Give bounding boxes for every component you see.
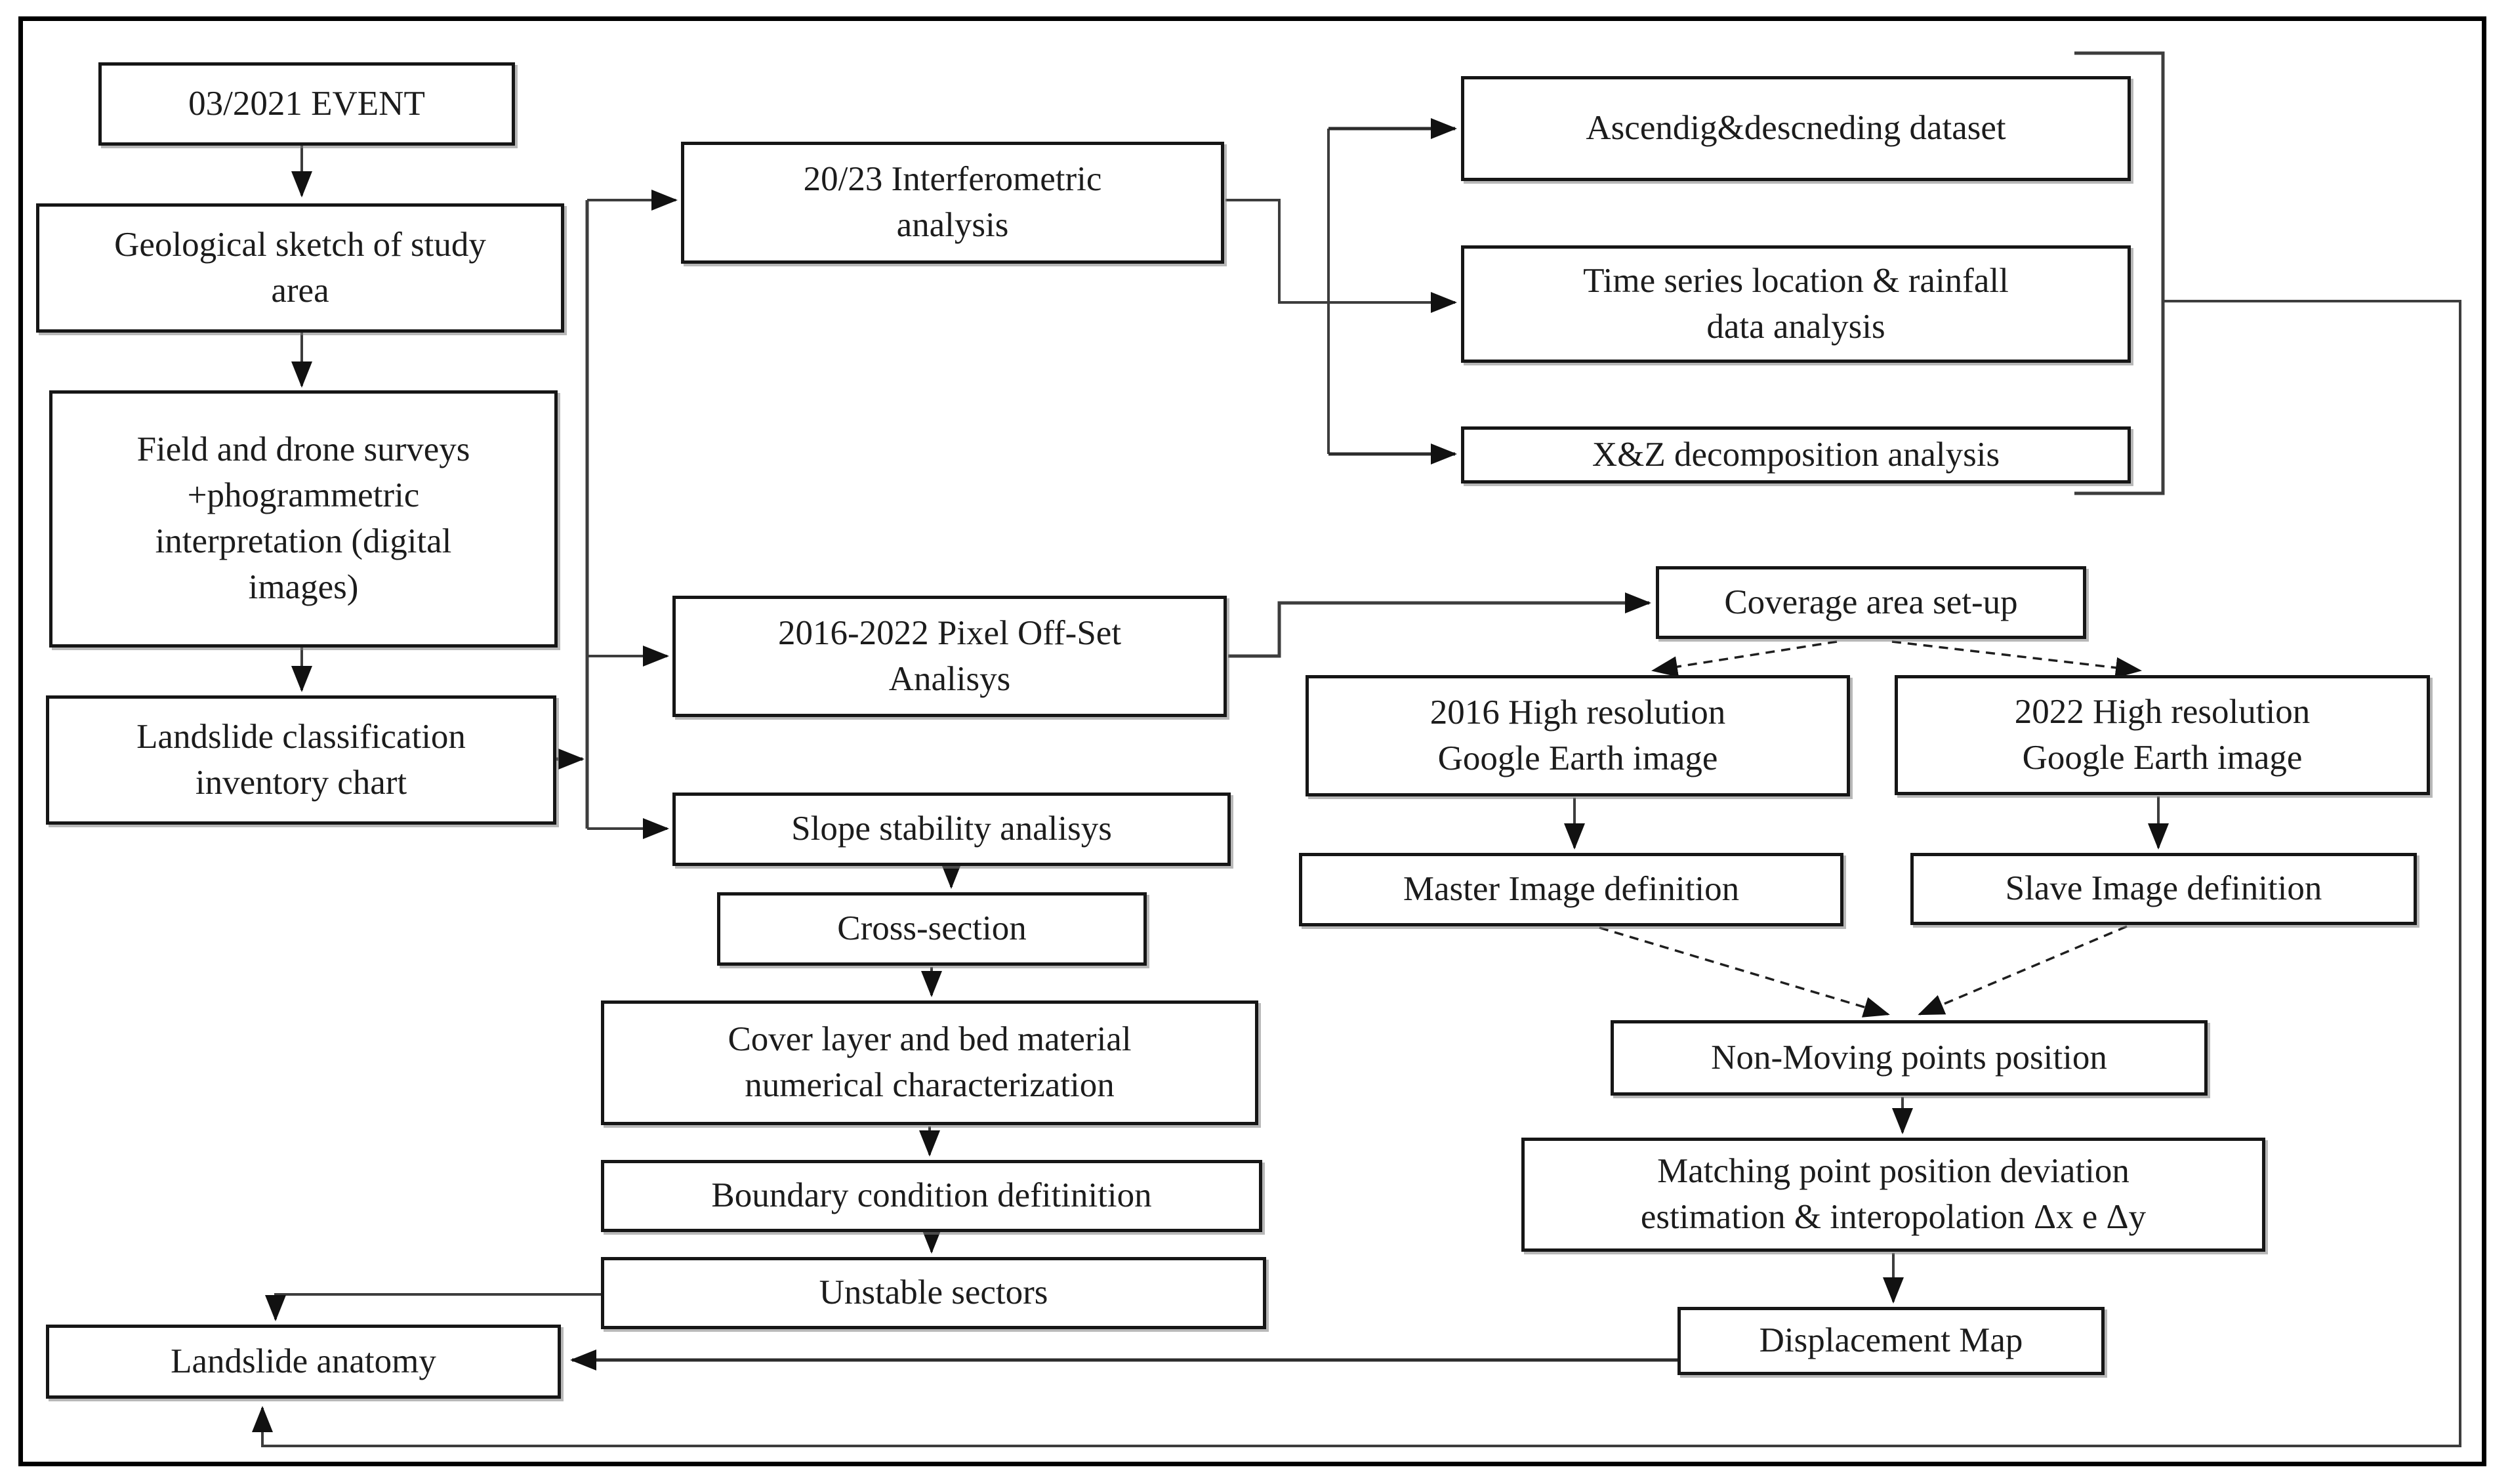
connector-coverage-ge2022: [1891, 640, 2142, 678]
node-master-image: Master Image definition: [1299, 853, 1843, 926]
node-matching-point-deviation: Matching point position deviation estima…: [1521, 1138, 2265, 1252]
node-geological-sketch: Geological sketch of study area: [36, 203, 564, 333]
node-cover-layer-characterization: Cover layer and bed material numerical c…: [601, 1000, 1258, 1125]
node-google-earth-2022: 2022 High resolution Google Earth image: [1895, 675, 2430, 795]
node-nonmoving-points: Non-Moving points position: [1611, 1020, 2208, 1096]
connector-loop-anatomy: [252, 300, 2461, 1447]
node-slave-image: Slave Image definition: [1910, 853, 2417, 925]
node-landslide-inventory: Landslide classification inventory chart: [46, 695, 556, 825]
node-xz-decomposition: X&Z decomposition analysis: [1461, 426, 2131, 484]
node-displacement-map: Displacement Map: [1677, 1307, 2105, 1375]
node-timeseries-rainfall: Time series location & rainfall data ana…: [1461, 245, 2131, 363]
connector-pixel-coverage: [1228, 592, 1651, 658]
node-ascending-descending-dataset: Ascendig&descneding dataset: [1461, 76, 2131, 181]
node-field-drone-surveys: Field and drone surveys +phogrammetric i…: [49, 390, 558, 648]
node-slope-stability: Slope stability analisys: [672, 793, 1231, 866]
node-interferometric-analysis: 20/23 Interferometric analysis: [681, 142, 1224, 264]
connector-interferometric-timeseries: [1225, 199, 1457, 313]
node-landslide-anatomy: Landslide anatomy: [46, 1325, 561, 1399]
node-cross-section: Cross-section: [717, 892, 1147, 966]
node-google-earth-2016: 2016 High resolution Google Earth image: [1306, 675, 1850, 796]
connector-slave-nonmoving: [1918, 925, 2128, 1016]
node-unstable-sectors: Unstable sectors: [601, 1257, 1266, 1329]
connector-unstable-anatomy: [265, 1293, 601, 1321]
connector-results-bracket: [2074, 51, 2165, 495]
node-coverage-area: Coverage area set-up: [1656, 566, 2086, 639]
connector-master-nonmoving: [1599, 926, 1890, 1018]
node-event: 03/2021 EVENT: [98, 62, 515, 146]
node-boundary-condition: Boundary condition defitinition: [601, 1160, 1262, 1232]
figure-border: [18, 16, 2486, 1466]
node-pixel-offset-analysis: 2016-2022 Pixel Off-Set Analisys: [672, 596, 1227, 717]
